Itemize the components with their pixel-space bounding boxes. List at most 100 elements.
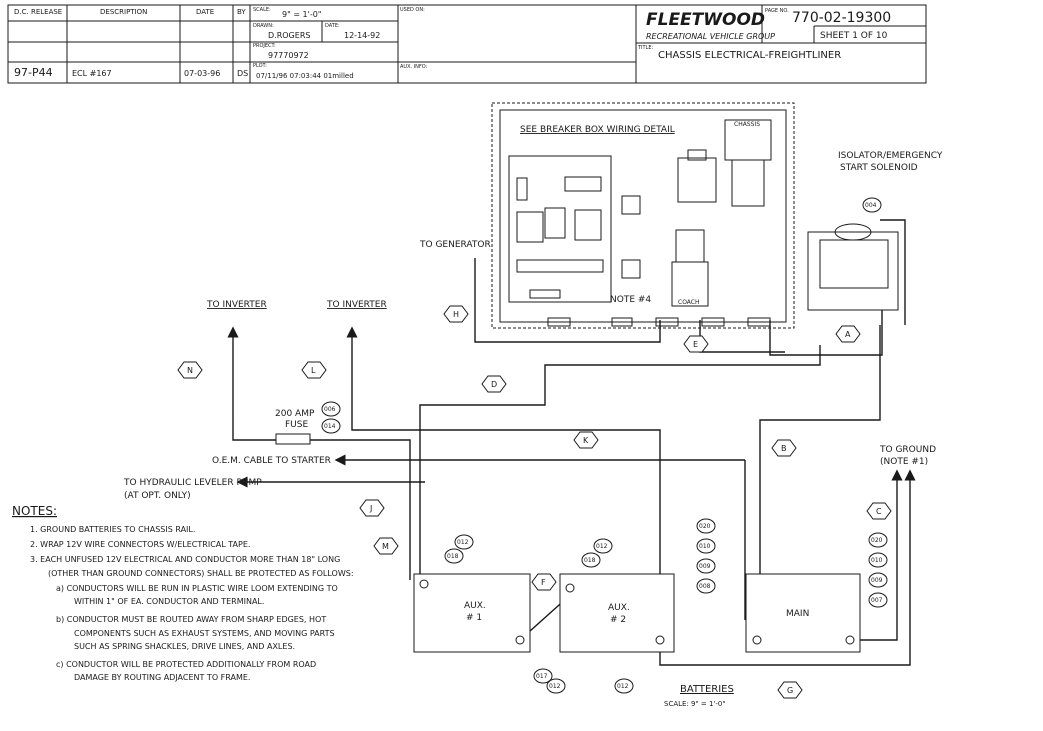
page-number: 770-02-19300 [792,10,891,26]
note-2: 2. WRAP 12V WIRE CONNECTORS W/ELECTRICAL… [30,540,250,549]
wire-tag-letters: A B C D E F G H J K L M N [187,310,882,695]
wire-tag-e: E [693,340,698,349]
wire-tags [177,305,892,699]
circuit-tag-009-b: 009 [871,577,883,584]
main-label: MAIN [786,609,809,619]
isolator-label-2: START SOLENOID [840,163,918,173]
aux-info-label: AUX. INFO: [400,64,428,70]
used-on-label: USED ON: [400,7,425,13]
wire-tag-k: K [583,436,589,445]
circuit-tag-009-a: 009 [699,563,711,570]
isolator-label: ISOLATOR/EMERGENCY [838,151,943,161]
wire-tag-c: C [876,507,882,516]
date-value: 12-14-92 [344,31,380,40]
wire-tag-l: L [311,366,316,375]
circuit-tag-012-b: 012 [596,543,608,550]
circuit-tag-012-a: 012 [457,539,469,546]
fleetwood-logo: FLEETWOOD [646,10,765,30]
wire-tag-g: G [787,686,793,695]
wire-tag-d: D [491,380,497,389]
release-by: DS [237,69,248,78]
isolator-solenoid [807,223,899,311]
scale-label: SCALE: [253,7,271,13]
to-ground-label: TO GROUND [879,445,936,455]
circuit-tag-018-a: 018 [447,553,459,560]
note-a2: WITHIN 1" OF EA. CONDUCTOR AND TERMINAL. [74,597,264,606]
fuse-label-2: FUSE [285,420,308,430]
circuit-tag-004: 004 [865,202,877,209]
notes-heading: NOTES: [12,504,57,518]
sheet-number: SHEET 1 OF 10 [820,31,888,41]
circuit-tags [321,197,888,694]
to-inverter-label-1: TO INVERTER [206,300,267,310]
wire-tag-m: M [382,542,389,551]
header-by: BY [237,8,246,16]
aux1-number: # 1 [466,613,482,623]
circuit-tag-014: 014 [324,423,336,430]
breaker-box [491,102,795,329]
title-label: TITLE: [637,45,654,51]
release-date: 07-03-96 [184,69,220,78]
wires [227,219,916,666]
circuit-tag-010-b: 010 [871,557,883,564]
fuse-200-amp [275,433,311,445]
hyd-pump-label-2: (AT OPT. ONLY) [124,491,191,501]
circuit-tag-numbers: 004 006 014 012 018 012 018 017 012 012 … [324,202,883,690]
drawing-title: CHASSIS ELECTRICAL-FREIGHTLINER [658,50,841,61]
circuit-tag-020-b: 020 [871,537,883,544]
circuit-tag-018-b: 018 [584,557,596,564]
aux1-label: AUX. [464,601,486,611]
circuit-tag-008: 008 [699,583,711,590]
note-c: c) CONDUCTOR WILL BE PROTECTED ADDITIONA… [56,660,316,669]
wire-tag-a: A [845,330,851,339]
header-description: DESCRIPTION [100,8,147,16]
drawn-label: DRAWN: [253,23,274,29]
scale-value: 9" = 1'-0" [282,10,322,19]
note-b3: SUCH AS SPRING SHACKLES, DRIVE LINES, AN… [74,642,295,651]
project-value: 97770972 [268,51,309,60]
release-number: 97-P44 [14,66,53,79]
note-3: 3. EACH UNFUSED 12V ELECTRICAL AND CONDU… [30,555,340,564]
note-b: b) CONDUCTOR MUST BE ROUTED AWAY FROM SH… [56,615,326,624]
wire-tag-j: J [369,504,372,513]
project-label: PROJECT: [253,43,276,49]
header-date: DATE [196,8,214,16]
title-block [7,4,927,84]
note-b2: COMPONENTS SUCH AS EXHAUST SYSTEMS, AND … [74,629,335,638]
coach-label: COACH [678,299,700,306]
to-ground-label-2: (NOTE #1) [880,457,928,467]
wire-tag-n: N [187,366,193,375]
note4-label: NOTE #4 [610,295,651,305]
note-c2: DAMAGE BY ROUTING ADJACENT TO FRAME. [74,673,250,682]
note-1: 1. GROUND BATTERIES TO CHASSIS RAIL. [30,525,195,534]
to-inverter-label-2: TO INVERTER [326,300,387,310]
circuit-tag-010-a: 010 [699,543,711,550]
aux2-number: # 2 [610,615,626,625]
wire-tag-h: H [453,310,459,319]
aux2-label: AUX. [608,603,630,613]
chassis-label: CHASSIS [734,121,760,128]
wire-tag-b: B [781,444,787,453]
header-dc-release: D.C. RELEASE [14,8,62,16]
release-description: ECL #167 [72,69,112,78]
circuit-tag-012-d: 012 [617,683,629,690]
to-generator-label: TO GENERATOR [419,240,491,250]
circuit-tag-006: 006 [324,406,336,413]
batteries-scale: SCALE: 9" = 1'-0" [664,700,726,708]
hyd-pump-label: TO HYDRAULIC LEVELER PUMP [123,478,262,488]
oem-cable-label: O.E.M. CABLE TO STARTER [212,456,331,466]
plot-value: 07/11/96 07:03:44 01milled [256,72,354,80]
date-label: DATE: [325,23,340,29]
batteries [413,573,861,653]
page-label: PAGE NO. [765,8,789,14]
fuse-label: 200 AMP [275,409,315,419]
breaker-detail-label: SEE BREAKER BOX WIRING DETAIL [520,125,675,135]
drawn-value: D.ROGERS [268,31,310,40]
circuit-tag-012-c: 012 [549,683,561,690]
batteries-label: BATTERIES [680,684,734,695]
note-a: a) CONDUCTORS WILL BE RUN IN PLASTIC WIR… [56,584,338,593]
circuit-tag-020-a: 020 [699,523,711,530]
note-3b: (OTHER THAN GROUND CONNECTORS) SHALL BE … [48,569,354,578]
company-name: RECREATIONAL VEHICLE GROUP [646,32,775,41]
